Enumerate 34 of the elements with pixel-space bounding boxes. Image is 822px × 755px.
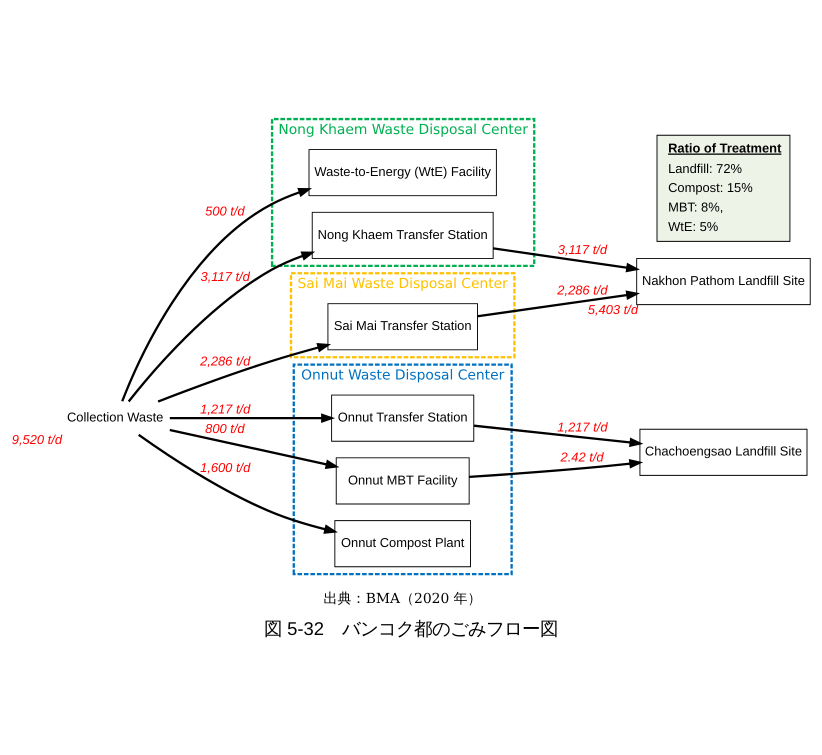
arrow [493,246,640,272]
node-box: Nong Khaem Transfer Station [312,211,494,258]
node-label: 9,520 t/d [12,432,62,447]
label: 出典：BMA（2020 年） [324,590,482,607]
edge-label: 2,286 t/d [557,282,608,298]
edge-label: 500 t/d [205,202,245,218]
arrow [469,458,644,478]
node-text: Collection Waste [66,409,164,424]
node-box: Onnut Transfer Station [331,394,474,442]
caption: 図 5-32 バンコク都のごみフロー図 [264,618,558,639]
node-box: Onnut Compost Plant [334,520,471,567]
arrow [128,250,316,402]
edge-label: 1,217 t/d [557,418,608,434]
arrow [158,342,332,402]
edge-label: 3,117 t/d [200,268,250,284]
node-box: Waste-to-Energy (WtE) Facility [308,148,497,196]
arrow [138,433,338,534]
edge-label: 800 t/d [205,420,245,436]
edge-label: 2.42 t/d [560,449,604,464]
arrow [170,428,340,468]
edge-label: 3,117 t/d [558,242,608,257]
node-box: Ratio of Treatment Landfill: 72% Compost: 15% MBT: 8%, WtE: 5% [656,134,790,242]
node-box: Nakhon Pathom Landfill Site [636,258,811,305]
arrow [474,424,644,447]
edge-label: 1,600 t/d [200,459,250,474]
node-label: 5,403 t/d [588,302,638,317]
edge-label: 2,286 t/d [200,353,250,368]
arrow [121,187,312,402]
node-box: Sai Mai Transfer Station [327,302,478,350]
arrow [477,290,640,317]
arrow [170,412,336,423]
node-box: Onnut MBT Facility [336,456,470,504]
edge-label: 1,217 t/d [200,401,250,416]
node-box: Chachoengsao Landfill Site [639,428,808,476]
